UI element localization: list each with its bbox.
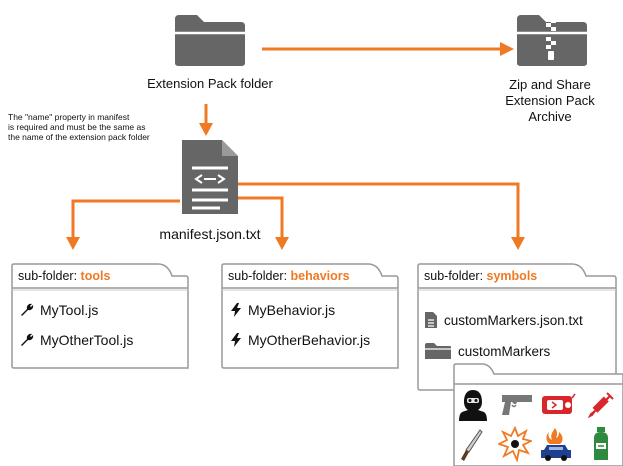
source-folder-label: Extension Pack folder xyxy=(147,76,273,91)
panel-title: sub-folder: symbols xyxy=(424,269,537,283)
archive-label: Zip and Share Extension Pack Archive xyxy=(490,77,610,125)
manifest-node: manifest.json.txt xyxy=(150,138,270,248)
panel-title: sub-folder: tools xyxy=(18,269,110,283)
document-icon xyxy=(425,312,437,328)
folder-icon xyxy=(425,343,451,359)
zip-folder-icon xyxy=(517,15,587,66)
arrow-manifest-to-symbols xyxy=(238,182,520,238)
list-item-label: MyOtherBehavior.js xyxy=(248,332,371,348)
panel-frame xyxy=(11,263,189,369)
panel-title-name: tools xyxy=(80,269,111,283)
arrow-manifest-to-tools xyxy=(71,199,180,238)
folder-icon xyxy=(175,15,245,66)
list-item: MyOtherTool.js xyxy=(20,332,133,348)
syringe-icon xyxy=(587,392,614,419)
archive-node: Zip and Share Extension Pack Archive xyxy=(490,13,610,128)
panel-title-prefix: sub-folder: xyxy=(18,269,81,283)
pistol-icon xyxy=(502,395,532,415)
panel-title-name: symbols xyxy=(486,269,538,283)
masked-person-icon xyxy=(459,390,487,421)
list-item-label: MyBehavior.js xyxy=(248,302,336,318)
list-item-label: MyOtherTool.js xyxy=(40,332,134,348)
archive-label-line: Extension Pack xyxy=(505,93,595,108)
panel-title: sub-folder: behaviors xyxy=(228,269,350,283)
panel-frame xyxy=(417,263,617,391)
arrow-manifest-to-behaviors xyxy=(238,196,284,238)
knife-icon xyxy=(461,429,483,461)
arrowhead xyxy=(275,237,289,250)
panel-title-prefix: sub-folder: xyxy=(424,269,487,283)
list-item: MyBehavior.js xyxy=(230,302,335,318)
lightning-icon xyxy=(231,303,241,317)
list-item: customMarkers xyxy=(424,342,550,360)
note-line: the name of the extension pack folder xyxy=(8,132,150,142)
panel-frame xyxy=(221,263,399,369)
explosive-icon xyxy=(542,393,576,414)
wrench-icon xyxy=(21,303,34,316)
subfolder-panel-symbols: sub-folder: symbols customMarkers.json.t… xyxy=(416,262,618,392)
list-item: MyOtherBehavior.js xyxy=(230,332,370,348)
document-code-icon xyxy=(182,140,238,214)
panel-title-prefix: sub-folder: xyxy=(228,269,291,283)
note-line: is required and must be the same as xyxy=(8,122,146,132)
subfolder-panel-tools: sub-folder: tools MyTool.js MyOtherTool.… xyxy=(10,262,190,370)
panel-title-name: behaviors xyxy=(290,269,350,283)
manifest-label: manifest.json.txt xyxy=(159,226,261,242)
lightning-icon xyxy=(231,333,241,347)
arrowhead xyxy=(500,42,514,56)
blast-icon xyxy=(498,426,532,462)
car-fire-icon xyxy=(541,428,571,461)
subfolder-panel-behaviors: sub-folder: behaviors MyBehavior.js MyOt… xyxy=(220,262,400,370)
source-folder-node: Extension Pack folder xyxy=(140,13,280,93)
note-line: The "name" property in manifest xyxy=(8,112,130,122)
manifest-name-note: The "name" property in manifest is requi… xyxy=(8,112,198,142)
arrowhead xyxy=(66,237,80,250)
custom-markers-panel xyxy=(452,362,623,466)
list-item-label: customMarkers xyxy=(458,343,551,359)
gas-cylinder-icon xyxy=(594,427,608,460)
list-item: MyTool.js xyxy=(20,302,98,318)
panel-frame xyxy=(453,363,623,466)
list-item-label: customMarkers.json.txt xyxy=(444,312,583,328)
archive-label-line: Archive xyxy=(528,109,572,124)
arrowhead xyxy=(511,237,525,250)
list-item-label: MyTool.js xyxy=(40,302,99,318)
wrench-icon xyxy=(21,333,34,346)
list-item: customMarkers.json.txt xyxy=(424,311,583,329)
arrowhead xyxy=(199,123,213,136)
archive-label-line: Zip and Share xyxy=(509,77,591,92)
